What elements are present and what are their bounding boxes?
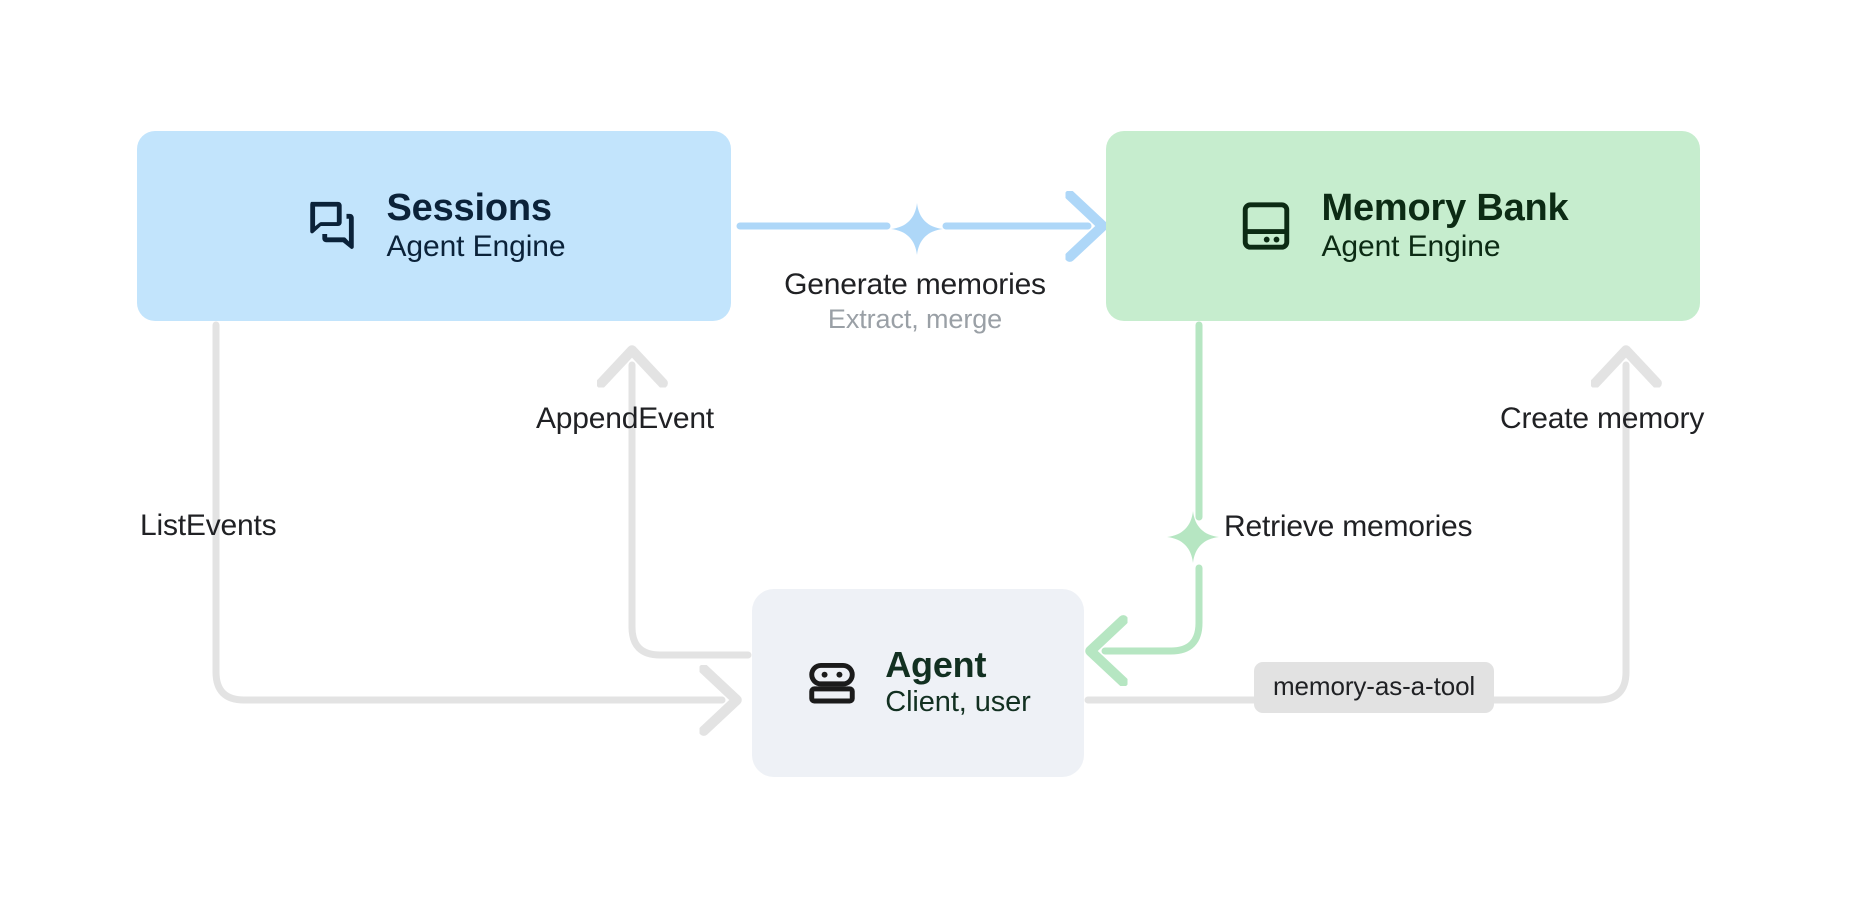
node-sessions-labels: Sessions Agent Engine <box>386 186 566 264</box>
edge-label-list-events-primary: ListEvents <box>140 509 277 542</box>
robot-icon <box>805 656 859 710</box>
edge-list-events <box>212 321 722 700</box>
edge-label-create-memory: Create memory <box>1500 401 1704 437</box>
edge-label-generate-memories: Generate memories Extract, merge <box>770 267 1060 335</box>
sparkle-icon-generate <box>891 203 943 255</box>
node-sessions-subtitle: Agent Engine <box>386 229 566 263</box>
edge-label-create-memory-primary: Create memory <box>1500 402 1705 435</box>
badge-memory-as-a-tool: memory-as-a-tool <box>1254 662 1495 713</box>
node-memory-bank[interactable]: Memory Bank Agent Engine <box>1106 131 1700 321</box>
node-agent-title: Agent <box>885 644 987 686</box>
edge-label-append-event-primary: AppendEvent <box>536 402 714 435</box>
sparkle-icon-retrieve <box>1167 511 1219 563</box>
edge-label-append-event: AppendEvent <box>536 401 714 437</box>
edge-label-list-events: ListEvents <box>140 508 277 544</box>
edge-label-retrieve-memories: Retrieve memories <box>1224 509 1473 545</box>
forum-icon <box>303 197 361 255</box>
node-agent-labels: Agent Client, user <box>885 644 1031 719</box>
node-memory-bank-subtitle: Agent Engine <box>1321 229 1501 263</box>
node-memory-bank-labels: Memory Bank Agent Engine <box>1321 186 1569 264</box>
node-agent-subtitle: Client, user <box>885 686 1031 719</box>
edge-label-generate-memories-secondary: Extract, merge <box>827 304 1003 334</box>
edge-label-retrieve-memories-primary: Retrieve memories <box>1224 510 1473 543</box>
edge-append-event <box>632 365 752 659</box>
edge-retrieve-memories <box>1105 321 1203 651</box>
node-sessions-title: Sessions <box>386 186 552 229</box>
database-icon <box>1238 198 1294 254</box>
edge-label-generate-memories-primary: Generate memories <box>784 268 1046 301</box>
node-memory-bank-title: Memory Bank <box>1321 186 1569 229</box>
node-agent[interactable]: Agent Client, user <box>752 589 1084 777</box>
edge-create-memory <box>1084 365 1626 704</box>
node-sessions[interactable]: Sessions Agent Engine <box>137 131 731 321</box>
